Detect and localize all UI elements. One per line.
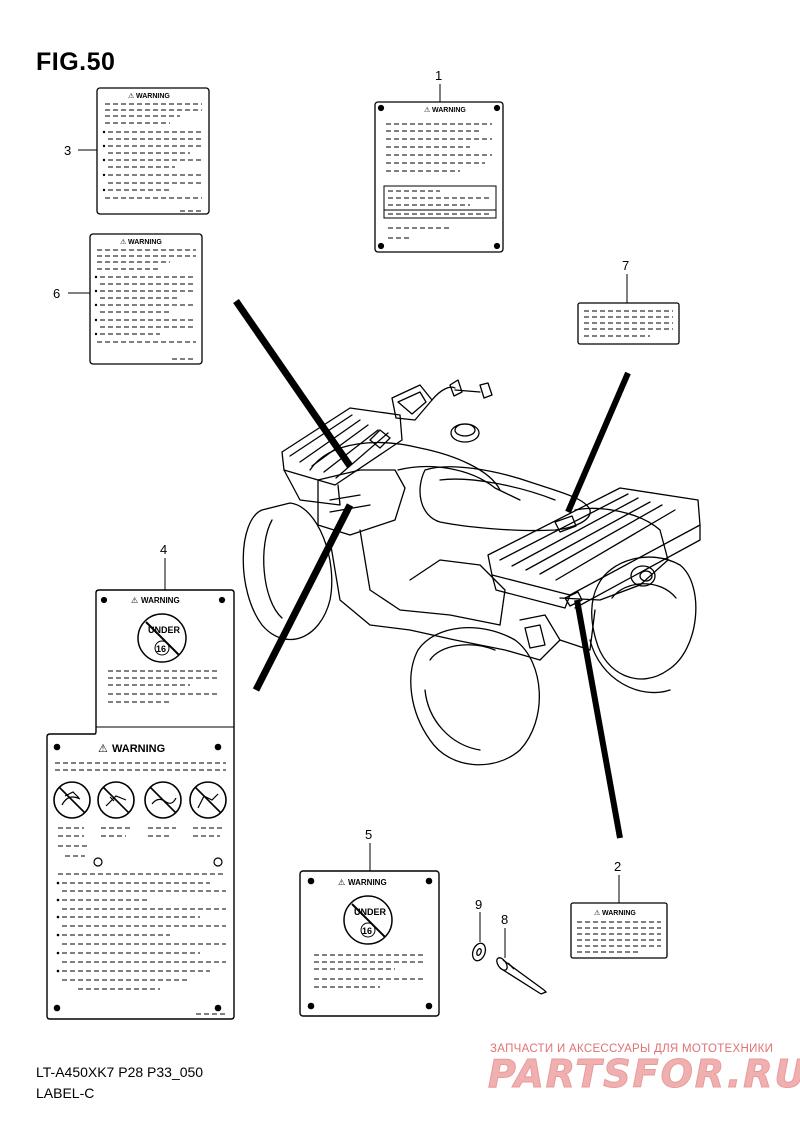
watermark-tagline: ЗАПЧАСТИ И АКСЕССУАРЫ ДЛЯ МОТОТЕХНИКИ: [490, 1043, 774, 1055]
part-8-rivet: [496, 957, 548, 995]
watermark-brand: PARTSFOR.RU: [487, 1052, 800, 1097]
section-name: LABEL-C: [36, 1085, 95, 1101]
callout-7: 7: [622, 258, 629, 273]
callout-3: 3: [64, 143, 71, 158]
callout-8: 8: [501, 912, 508, 927]
label-4-age-text: 16: [156, 644, 166, 654]
label-4-warning-text: WARNING: [141, 596, 180, 605]
label-4-lower-warning-text: WARNING: [112, 743, 165, 755]
callout-4: 4: [160, 542, 167, 557]
label-3-warning-text: WARNING: [136, 93, 170, 100]
label-5-warning-decal: ⚠ WARNING UNDER 16: [299, 870, 440, 1017]
label-6-warning-text: WARNING: [128, 239, 162, 246]
label-5-under-text: UNDER: [354, 907, 387, 917]
callout-leaders: [68, 84, 628, 958]
label-2-warning-text: WARNING: [602, 910, 636, 917]
label-7-decal: [577, 302, 680, 345]
svg-text:⚠: ⚠: [128, 92, 135, 100]
svg-text:⚠: ⚠: [594, 909, 601, 917]
pointer-lines: [233, 299, 631, 839]
callout-5: 5: [365, 827, 372, 842]
svg-text:⚠: ⚠: [338, 878, 345, 887]
svg-text:⚠: ⚠: [120, 238, 127, 246]
callout-1: 1: [435, 68, 442, 83]
label-3-warning-decal: ⚠ WARNING: [96, 87, 210, 215]
svg-text:⚠: ⚠: [424, 106, 431, 114]
label-2-warning-decal: ⚠ WARNING: [570, 902, 668, 959]
figure-title: FIG.50: [36, 48, 116, 76]
callout-numbers: 1 2 3 4 5 6 7 8 9: [53, 68, 629, 927]
svg-text:⚠: ⚠: [131, 596, 138, 605]
label-6-warning-decal: ⚠ WARNING: [89, 233, 203, 365]
label-4-warning-decal: ⚠ WARNING UNDER 16 ⚠ WARNING: [46, 589, 235, 1020]
svg-text:⚠: ⚠: [98, 743, 108, 755]
callout-2: 2: [614, 859, 621, 874]
atv-illustration: [242, 379, 701, 766]
label-4-under-text: UNDER: [148, 625, 181, 635]
prohibition-icons: [53, 781, 227, 819]
part-9-washer: [471, 942, 487, 962]
callout-6: 6: [53, 286, 60, 301]
model-code: LT-A450XK7 P28 P33_050: [36, 1064, 204, 1080]
label-5-age-text: 16: [362, 926, 372, 936]
label-1-warning-decal: ⚠ WARNING: [374, 101, 504, 253]
label-5-warning-text: WARNING: [348, 878, 387, 887]
callout-9: 9: [475, 897, 482, 912]
label-1-warning-text: WARNING: [432, 107, 466, 114]
